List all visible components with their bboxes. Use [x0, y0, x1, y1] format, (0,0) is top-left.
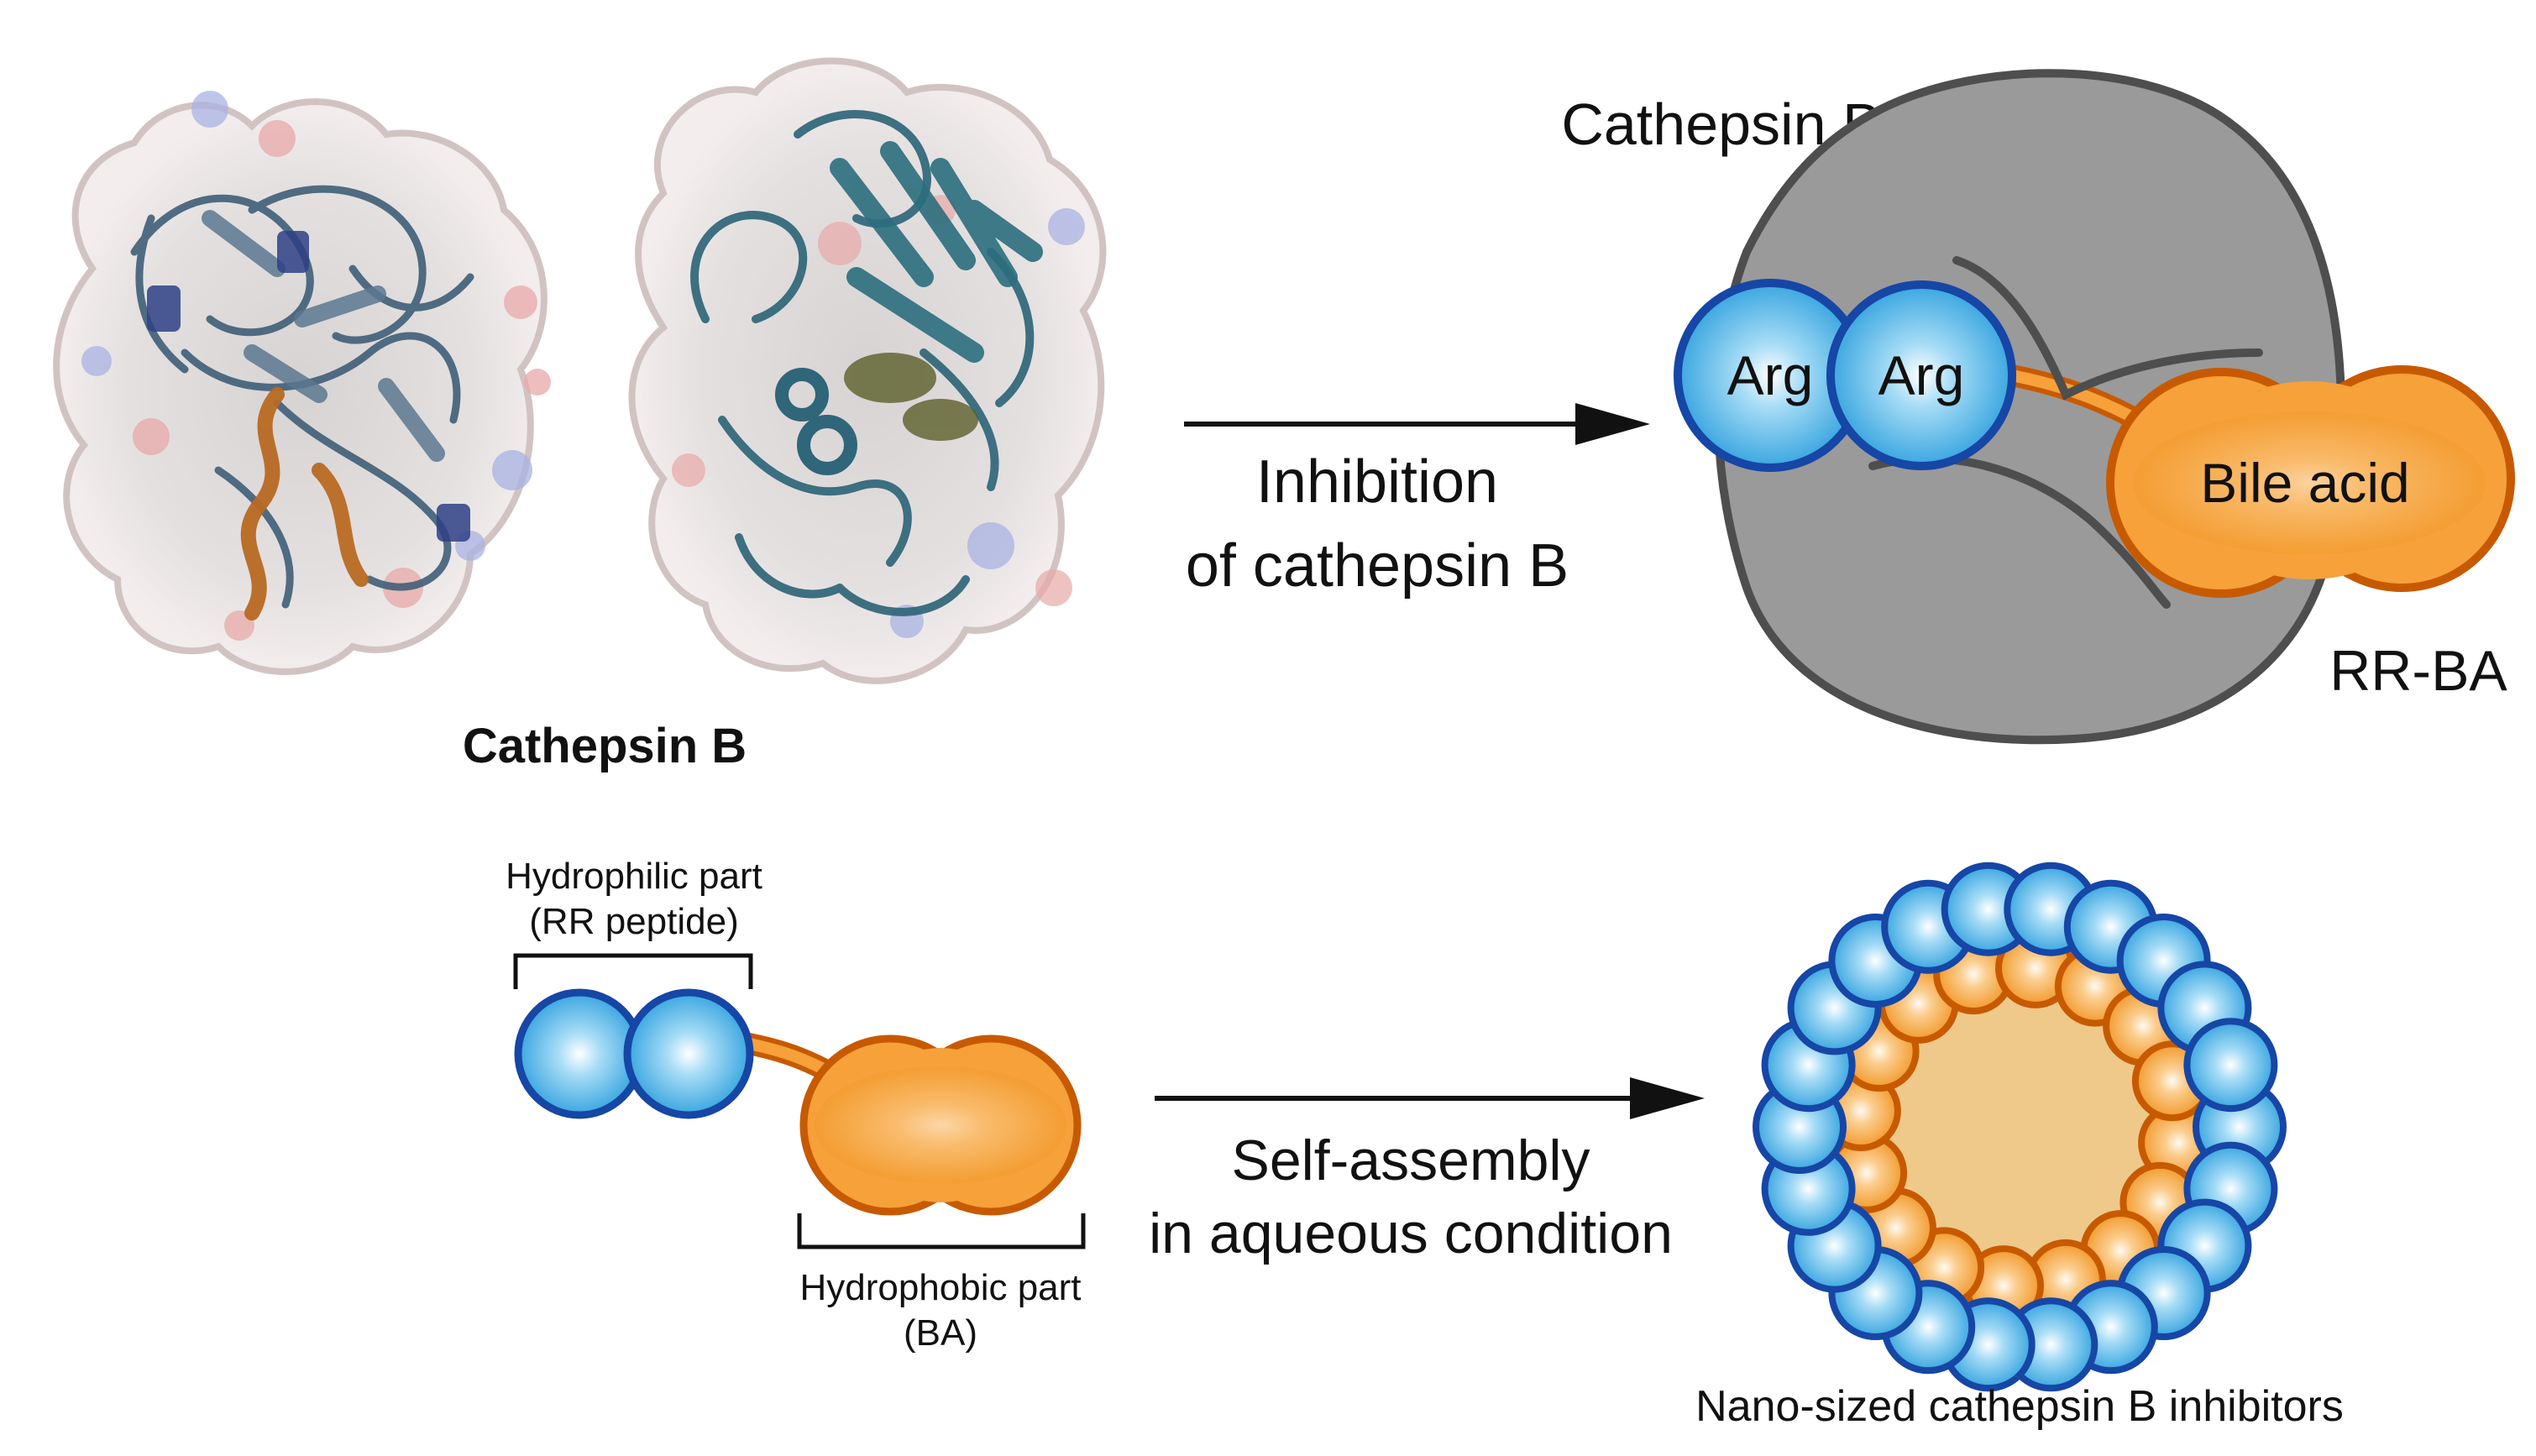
- arg-sphere-2: [1826, 280, 2016, 470]
- hydrophilic-label-line2: (RR peptide): [529, 901, 738, 942]
- protein-label: Cathepsin B: [463, 719, 747, 773]
- hydrophobic-spheres: [799, 1034, 1082, 1216]
- hydrophobic-bracket: [797, 1213, 1086, 1249]
- hydrophilic-label-line1: Hydrophilic part: [506, 856, 762, 897]
- inhibition-arrow: [1184, 403, 1650, 445]
- protein-structure-left: [53, 91, 551, 675]
- protein-structure-right: [628, 57, 1107, 684]
- hydrophilic-spheres: [514, 988, 754, 1119]
- hydrophilic-bracket: [513, 953, 753, 989]
- self-assembly-arrow: [1155, 1077, 1705, 1119]
- inhibition-label-line2: of cathepsin B: [1186, 532, 1569, 600]
- micelle-core: [1877, 984, 2162, 1270]
- inhibition-label-line1: Inhibition: [1256, 448, 1498, 516]
- micelle-hydrophilic-sphere: [2183, 1018, 2278, 1113]
- nano-label: Nano-sized cathepsin B inhibitors: [1695, 1382, 2344, 1431]
- arg-label-1: Arg: [1727, 344, 1814, 406]
- hydrophobic-label-line2: (BA): [904, 1312, 977, 1354]
- bile-acid-label: Bile acid: [2200, 452, 2409, 514]
- self-assembly-label-line2: in aqueous condition: [1149, 1202, 1673, 1265]
- arg-label-2: Arg: [1878, 344, 1965, 406]
- rrba-label: RR-BA: [2329, 639, 2507, 703]
- bile-acid-group: [2106, 365, 2515, 598]
- micelle-outer-ring: [1753, 862, 2287, 1392]
- micelle: [1753, 862, 2287, 1392]
- hydrophobic-label-line1: Hydrophobic part: [799, 1267, 1081, 1308]
- self-assembly-label-line1: Self-assembly: [1231, 1129, 1590, 1192]
